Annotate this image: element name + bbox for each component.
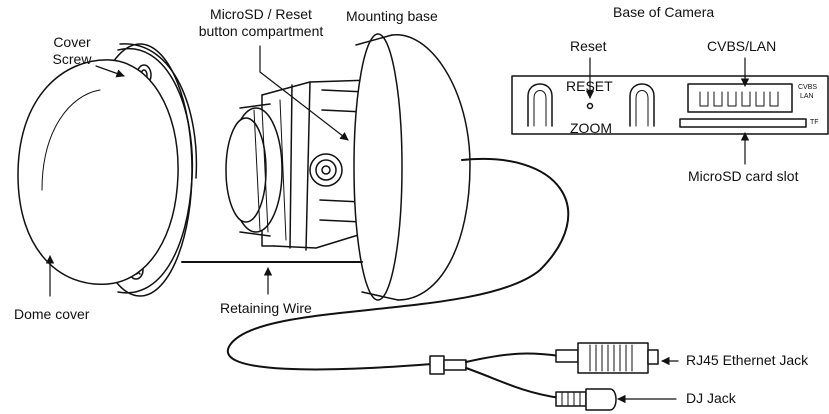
mounting-base-label: Mounting base — [346, 8, 438, 24]
microsd-card-slot — [679, 118, 807, 128]
panel-cvbs-text: CVBS — [798, 84, 818, 91]
leader-arrows — [45, 45, 750, 404]
microsd-reset-compartment-label: MicroSD / Reset button compartment — [198, 6, 324, 39]
dome-cover-label: Dome cover — [14, 306, 90, 322]
panel-lan-text: LAN — [800, 93, 814, 100]
mounting-base — [353, 33, 471, 301]
reset-pinhole — [586, 102, 594, 110]
retaining-wire-label: Retaining Wire — [220, 300, 312, 316]
base-of-camera-label: Base of Camera — [613, 4, 715, 20]
dj-jack — [555, 388, 617, 411]
cable-junction — [429, 352, 561, 399]
microsd-card-slot-label: MicroSD card slot — [688, 168, 799, 184]
panel-tf-text: TF — [810, 119, 819, 126]
panel-zoom-text: ZOOM — [570, 120, 612, 136]
panel-slot-right — [629, 83, 655, 127]
cover-screw-label: Cover Screw — [52, 34, 92, 67]
panel-reset-text: RESET — [566, 78, 613, 94]
cvbs-lan-label: CVBS/LAN — [707, 38, 777, 54]
rj45-ethernet-jack-label: RJ45 Ethernet Jack — [686, 352, 809, 368]
rj45-ethernet-jack — [555, 342, 659, 374]
camera-base-panel — [511, 75, 829, 135]
dome-cover — [17, 59, 179, 285]
panel-slot-left — [527, 83, 553, 127]
reset-label: Reset — [570, 38, 607, 54]
cable — [226, 157, 570, 371]
cvbs-lan-connector — [687, 83, 793, 113]
dj-jack-label: DJ Jack — [686, 390, 736, 406]
lens-module — [225, 79, 373, 251]
